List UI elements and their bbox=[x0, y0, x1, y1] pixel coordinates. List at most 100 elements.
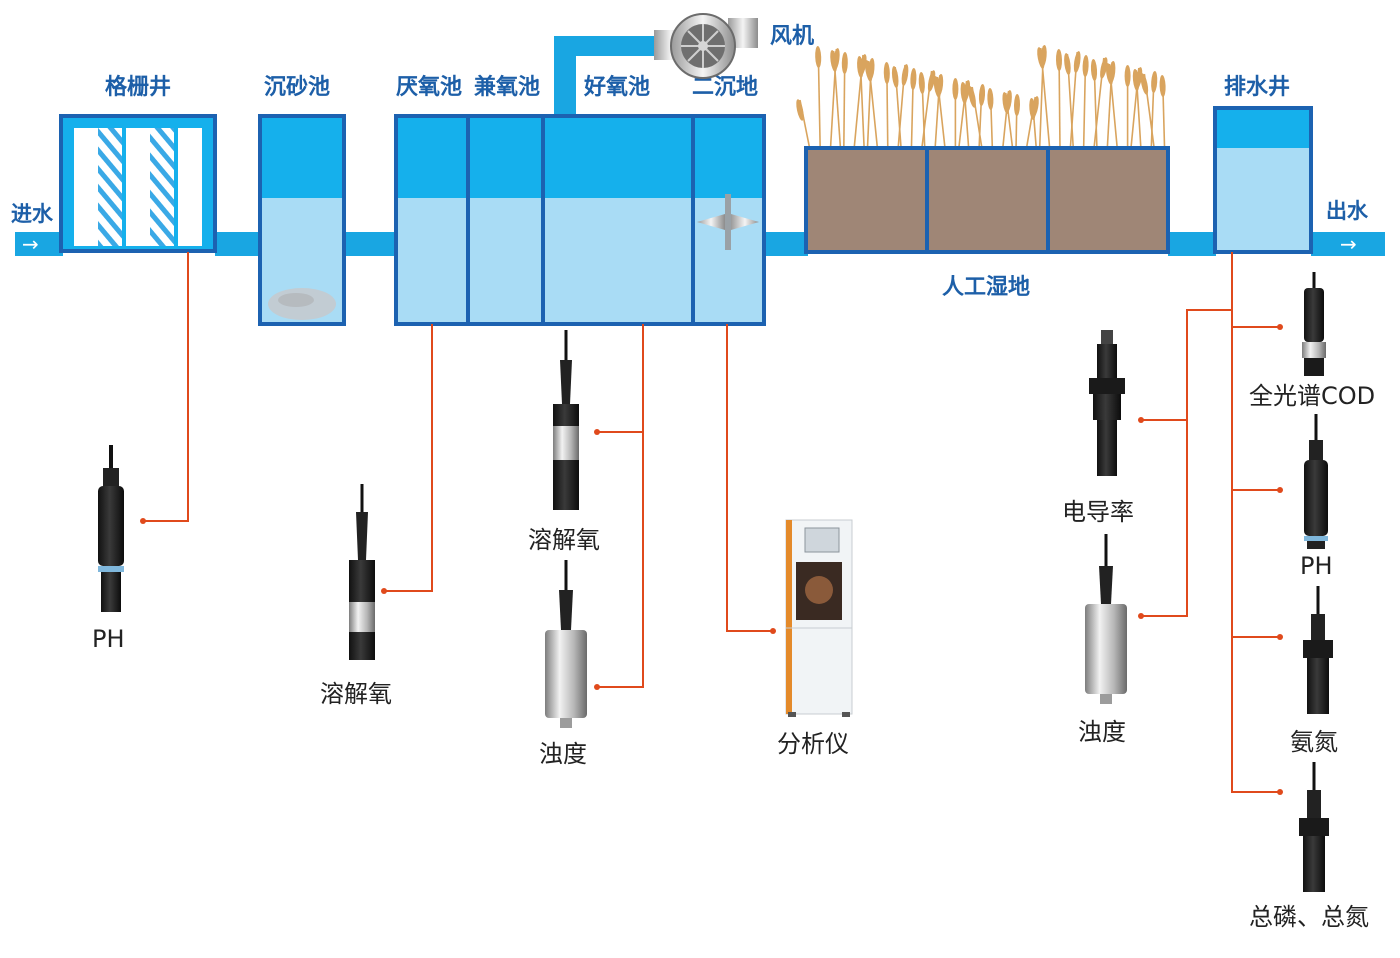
sensor-probe-icon bbox=[545, 560, 587, 728]
reed-ear bbox=[1029, 98, 1036, 120]
reed-ear bbox=[1082, 55, 1089, 77]
ph-probe-screen bbox=[98, 445, 124, 612]
label-grit-chamber: 沉砂池 bbox=[264, 74, 330, 100]
analyzer-cabinet bbox=[785, 519, 853, 717]
reed-ear bbox=[1090, 59, 1098, 81]
label-do-aerobic: 溶解氧 bbox=[528, 526, 600, 554]
reed-ear bbox=[1013, 94, 1021, 116]
screen-bar-2 bbox=[98, 128, 122, 246]
cod-probe bbox=[1302, 272, 1326, 376]
reed-ear bbox=[865, 60, 873, 82]
sensor-probe-icon bbox=[349, 484, 375, 660]
reed-ear bbox=[1100, 57, 1108, 79]
label-secondary-clarifier: 二沉地 bbox=[692, 75, 758, 100]
drain-well bbox=[1213, 106, 1313, 254]
label-wetland: 人工湿地 bbox=[942, 275, 1030, 300]
sensor-probe-icon bbox=[1089, 330, 1125, 476]
turbidity-probe-wetland bbox=[1085, 534, 1127, 704]
screen-bar-1 bbox=[74, 128, 98, 246]
pipe-wetland-drain bbox=[1168, 232, 1216, 256]
reed-ear bbox=[968, 86, 976, 108]
inlet-label: 进水 bbox=[11, 202, 54, 226]
label-tp-tn: 总磷、总氮 bbox=[1249, 903, 1369, 931]
reed-ear bbox=[1132, 69, 1140, 91]
reed-ear bbox=[1037, 47, 1045, 69]
inlet-arrow-icon: → bbox=[22, 232, 39, 256]
reed-ear bbox=[815, 46, 822, 68]
conductivity-probe bbox=[1089, 330, 1125, 476]
label-turbidity-aerobic: 浊度 bbox=[539, 740, 587, 768]
mixer-icon bbox=[697, 194, 759, 250]
label-blower: 风机 bbox=[770, 24, 814, 49]
connector-dots bbox=[140, 324, 1283, 795]
reed-ear bbox=[910, 68, 917, 90]
screen-bar-4 bbox=[150, 128, 174, 246]
reed-ear bbox=[1073, 51, 1081, 73]
label-drain-well: 排水井 bbox=[1224, 75, 1290, 100]
pipe-screen-grit bbox=[215, 232, 261, 256]
reed-ear bbox=[830, 50, 837, 72]
label-anaerobic: 厌氧池 bbox=[396, 75, 462, 100]
sensor-probe-icon bbox=[1304, 414, 1328, 549]
blower-fan-icon bbox=[654, 13, 758, 79]
outlet-arrow-icon: → bbox=[1340, 232, 1357, 256]
reed-ear bbox=[901, 64, 909, 86]
reed-ear bbox=[841, 52, 848, 74]
inlet-pipe bbox=[15, 232, 63, 256]
reed-ear bbox=[987, 88, 994, 110]
sensor-probe-icon bbox=[1085, 534, 1127, 704]
reed-ear bbox=[1140, 73, 1149, 95]
reed-ear bbox=[1002, 92, 1010, 114]
ammonia-probe bbox=[1303, 586, 1333, 714]
label-anoxic: 兼氧池 bbox=[474, 74, 540, 100]
screen-bar-3 bbox=[126, 128, 150, 246]
outlet-label: 出水 bbox=[1326, 199, 1369, 223]
label-cod: 全光谱COD bbox=[1249, 382, 1375, 410]
do-probe-anaerobic bbox=[349, 484, 375, 660]
reed-ear bbox=[952, 78, 959, 100]
bio-tanks bbox=[394, 114, 766, 326]
screen-well bbox=[59, 114, 217, 253]
sensor-probe-icon bbox=[1303, 586, 1333, 714]
wetland bbox=[804, 146, 1170, 254]
reed-ear bbox=[1105, 63, 1113, 85]
turbidity-probe-aerobic bbox=[545, 560, 587, 728]
reed-ear bbox=[1151, 71, 1158, 93]
sensor-probe-icon bbox=[98, 445, 124, 612]
reed-ear bbox=[857, 56, 864, 78]
reed-ear bbox=[978, 84, 986, 106]
reed-ear bbox=[1124, 65, 1131, 87]
label-do-anaerobic: 溶解氧 bbox=[320, 680, 392, 708]
reed-ear bbox=[883, 62, 890, 84]
label-ammonia: 氨氮 bbox=[1290, 728, 1338, 756]
sensor-probe-icon bbox=[553, 330, 579, 510]
label-aerobic: 好氧池 bbox=[583, 74, 650, 100]
pipe-grit-anaerobic bbox=[344, 232, 396, 256]
label-turbidity-wetland: 浊度 bbox=[1078, 718, 1126, 746]
pipe-clarifier-wetland bbox=[764, 232, 808, 256]
label-ph-screen: PH bbox=[92, 625, 125, 653]
label-analyzer: 分析仪 bbox=[777, 730, 849, 758]
label-screen-well: 格栅井 bbox=[105, 74, 171, 100]
ph-probe-outlet bbox=[1304, 414, 1328, 549]
grit-chamber bbox=[258, 114, 346, 326]
reed-ear bbox=[960, 82, 967, 104]
connector-lines bbox=[143, 252, 1280, 793]
sensor-probe-icon bbox=[1299, 762, 1329, 892]
reed-ear bbox=[891, 66, 899, 88]
reed-ear bbox=[1064, 53, 1071, 75]
do-probe-aerobic bbox=[553, 330, 579, 510]
sensor-probe-icon bbox=[1302, 272, 1326, 376]
tp-tn-probe bbox=[1299, 762, 1329, 892]
outlet-pipe bbox=[1311, 232, 1385, 256]
reed-ear bbox=[796, 99, 804, 121]
reed-ear bbox=[927, 70, 936, 92]
main-pipeline bbox=[15, 36, 1385, 256]
analyzer-cabinet-icon bbox=[785, 519, 853, 717]
reed-ear bbox=[1055, 49, 1063, 71]
reed-ear bbox=[1159, 75, 1166, 97]
reed-ear bbox=[918, 72, 925, 94]
reed-ear bbox=[933, 76, 941, 98]
label-ph-outlet: PH bbox=[1300, 552, 1333, 580]
